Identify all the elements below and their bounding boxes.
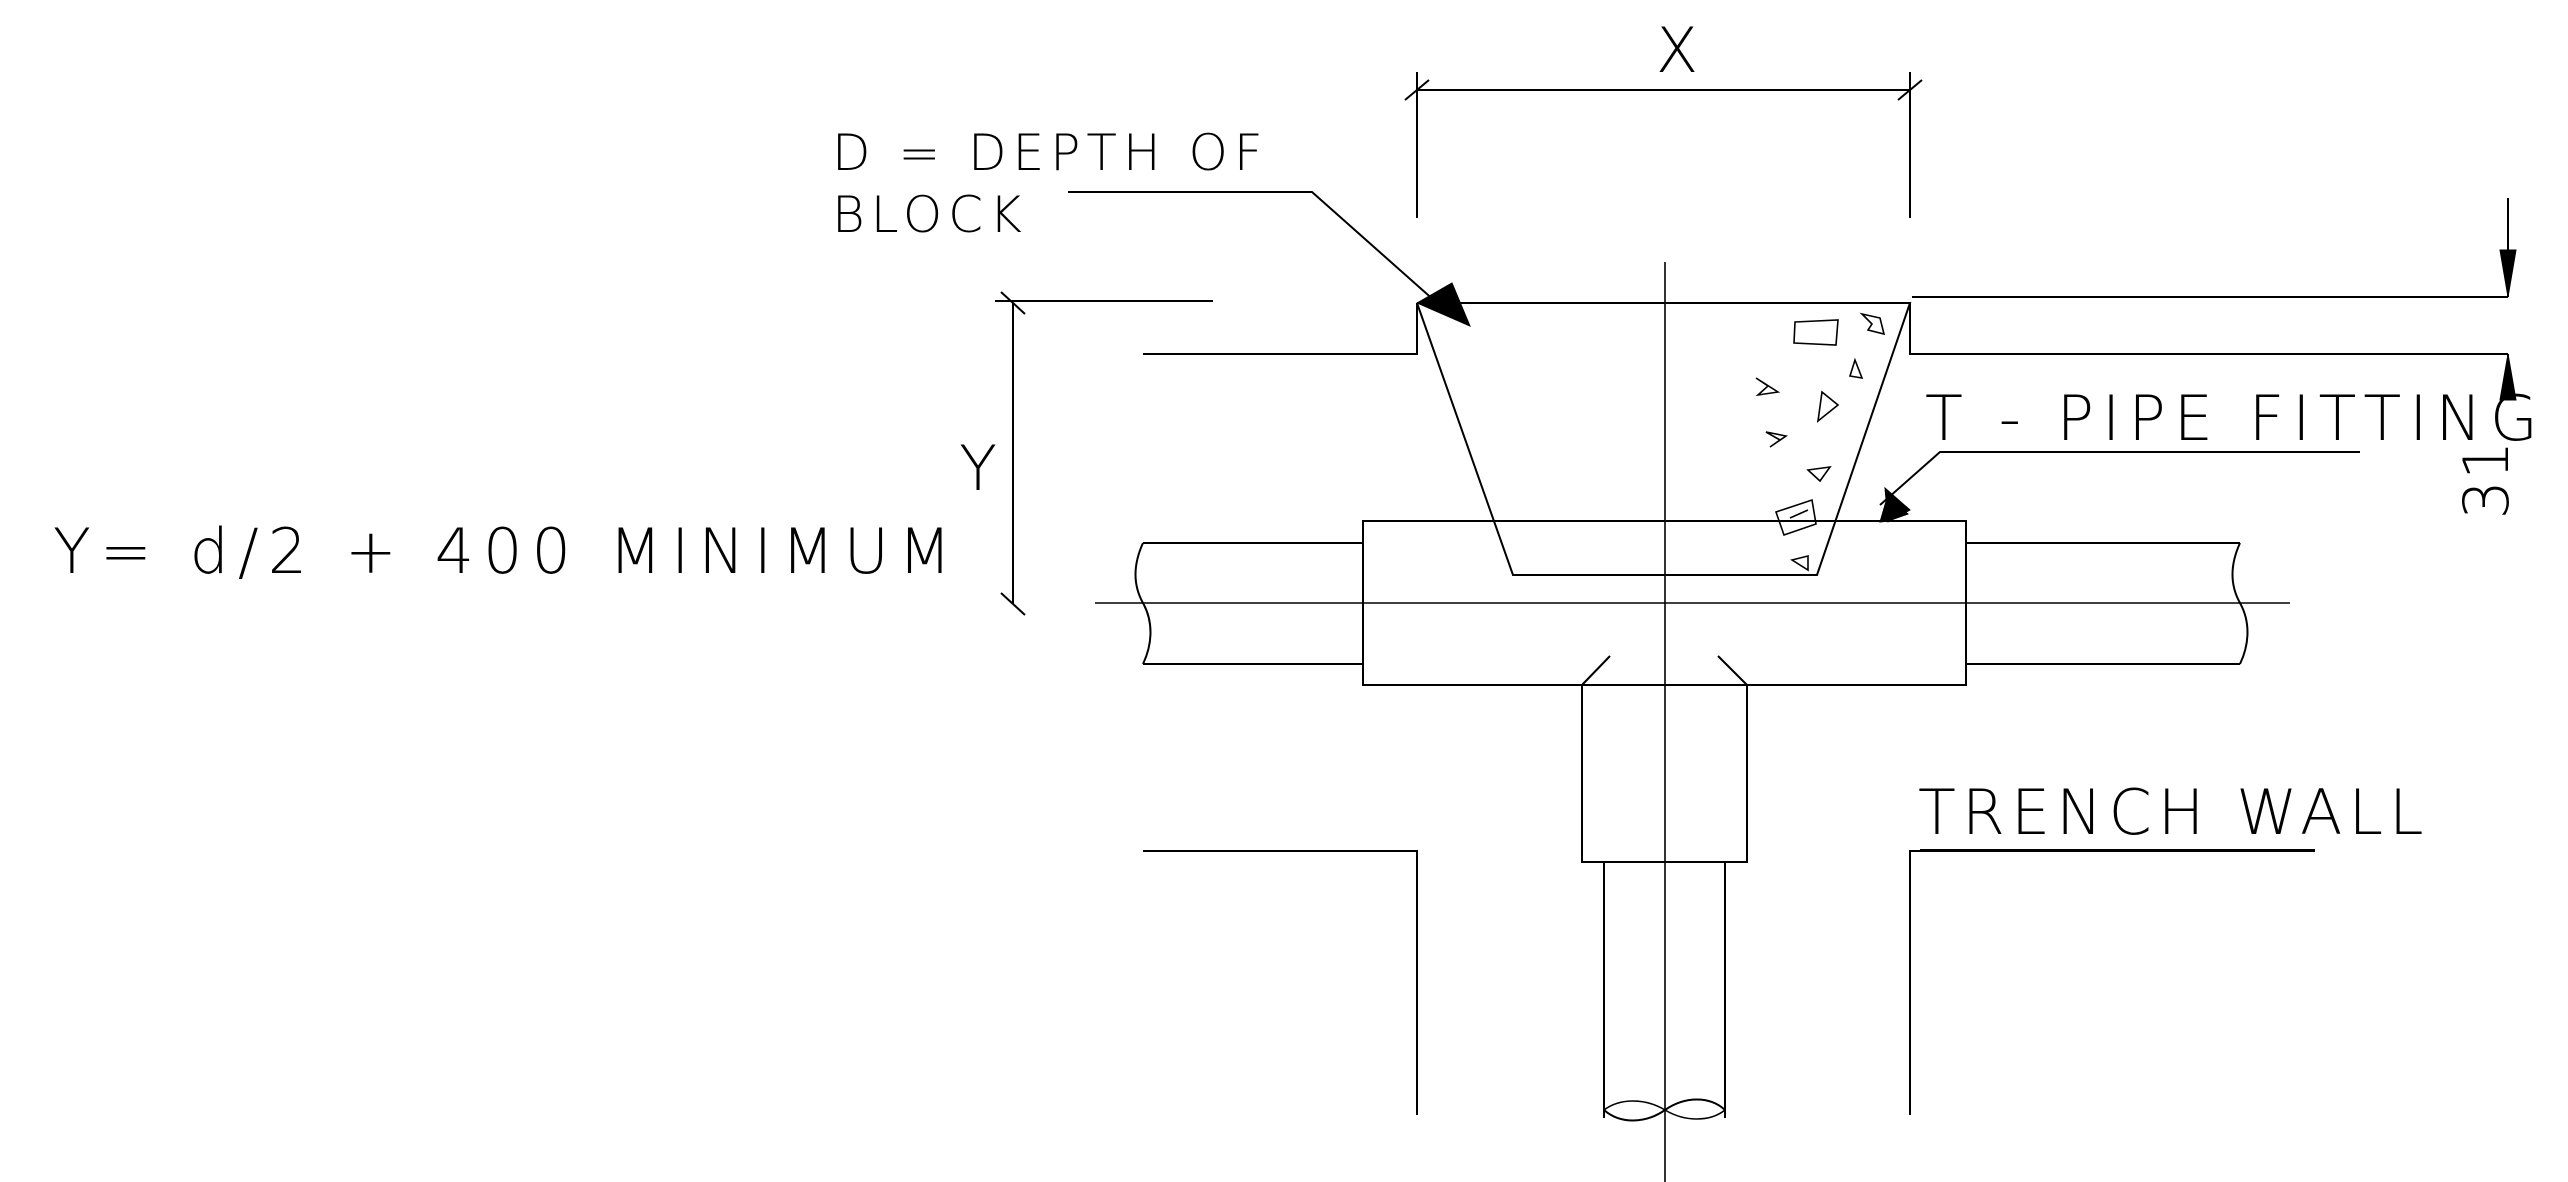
side-dimension: 31 [2450,198,2523,519]
pipe-right [1966,542,2249,665]
pipe-left [1134,542,1363,665]
trench-wall-leader: TRENCH WALL [1918,776,2430,851]
x-dimension-label: X [1656,14,1698,87]
side-dimension-label: 31 [2450,441,2523,520]
centerlines [1095,262,2290,1182]
pipe-fitting-label: T - PIPE FITTING [1925,382,2546,455]
concrete-aggregate-hatch [1755,312,1886,572]
depth-note-line1: D = DEPTH OF [832,124,1269,182]
ground-line-left [1143,303,1418,355]
trench-wall-label: TRENCH WALL [1918,776,2430,849]
trench-wall-right [1909,850,2315,1115]
ground-line-right [1909,296,2508,355]
y-dimension-label: Y [959,432,997,505]
y-dimension: Y [959,291,1213,616]
thrust-block [1416,302,1912,576]
t-pipe-fitting [1362,520,1967,863]
pipe-bottom [1603,862,1726,1122]
depth-leader: D = DEPTH OF BLOCK [832,124,1471,327]
x-dimension: X [1404,14,1923,218]
y-formula-label: Y= d/2 + 400 MINIMUM [53,515,960,588]
depth-note-line2: BLOCK [832,186,1028,244]
pipe-fitting-leader: T - PIPE FITTING [1879,382,2546,523]
trench-wall-left [1143,850,1418,1115]
